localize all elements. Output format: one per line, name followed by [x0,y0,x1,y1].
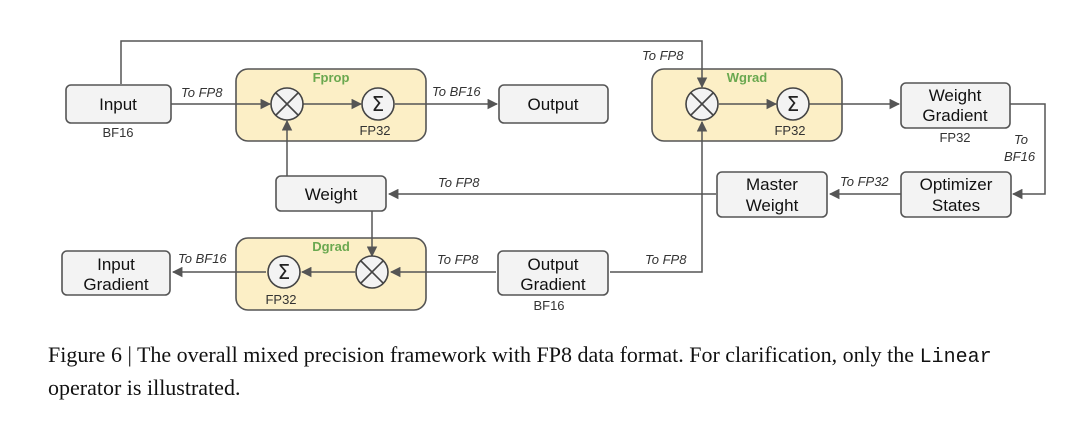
fprop-precision: FP32 [359,123,390,138]
svg-text:Output: Output [527,255,578,274]
svg-text:Input: Input [97,255,135,274]
input-node: Input [65,84,172,124]
edge-label-optimizer-to-master: To FP32 [840,174,889,189]
weight-node: Weight [275,175,387,212]
edge-weight-gradient-to-optimizer [1010,103,1046,200]
edge-input-to-wgrad [120,40,708,89]
output-gradient-node: Output Gradient [497,250,609,296]
output-node: Output [498,84,609,124]
edge-label-input-to-wgrad: To FP8 [642,48,684,63]
svg-text:Input: Input [99,95,137,114]
svg-text:Master: Master [746,175,798,194]
dgrad-precision: FP32 [265,292,296,307]
output-gradient-precision: BF16 [533,298,564,313]
input-precision: BF16 [102,125,133,140]
svg-text:Σ: Σ [372,92,385,116]
wgrad-multiply-icon [685,87,719,121]
dgrad-multiply-icon [355,255,389,289]
edge-label-weight-gradient-to-optimizer-1: To [1014,132,1028,147]
caption-suffix: operator is illustrated. [48,375,241,400]
edge-label-fprop-to-output: To BF16 [432,84,481,99]
wgrad-title: Wgrad [727,70,768,85]
edge-output-gradient-to-wgrad [610,120,708,273]
svg-text:Gradient: Gradient [520,275,585,294]
weight-gradient-node: Weight Gradient [900,82,1011,129]
wgrad-sum-icon: Σ [776,87,810,121]
svg-text:States: States [932,196,980,215]
figure-caption: Figure 6 | The overall mixed precision f… [48,340,1068,403]
svg-text:Weight: Weight [929,86,982,105]
svg-text:Σ: Σ [278,260,291,284]
svg-text:Gradient: Gradient [922,106,987,125]
svg-text:Output: Output [527,95,578,114]
input-gradient-node: Input Gradient [61,250,171,296]
dgrad-title: Dgrad [312,239,350,254]
weight-gradient-precision: FP32 [939,130,970,145]
svg-text:Weight: Weight [746,196,799,215]
fprop-title: Fprop [313,70,350,85]
edge-label-output-gradient-to-wgrad: To FP8 [645,252,687,267]
svg-text:Optimizer: Optimizer [920,175,993,194]
wgrad-precision: FP32 [774,123,805,138]
svg-text:Gradient: Gradient [83,275,148,294]
dgrad-sum-icon: Σ [267,255,301,289]
fprop-sum-icon: Σ [361,87,395,121]
edge-label-master-to-weight: To FP8 [438,175,480,190]
edge-label-output-gradient-to-dgrad: To FP8 [437,252,479,267]
svg-text:Weight: Weight [305,185,358,204]
caption-code: Linear [919,346,992,369]
edge-label-input-to-fprop: To FP8 [181,85,223,100]
mixed-precision-diagram: Fprop Wgrad Dgrad Σ FP32 Σ [61,40,1046,313]
fprop-multiply-icon [270,87,304,121]
master-weight-node: Master Weight [716,171,828,218]
optimizer-states-node: Optimizer States [900,171,1012,218]
edge-label-weight-gradient-to-optimizer-2: BF16 [1004,149,1036,164]
edge-label-dgrad-to-input-gradient: To BF16 [178,251,227,266]
svg-text:Σ: Σ [787,92,800,116]
caption-prefix: Figure 6 | The overall mixed precision f… [48,342,920,367]
